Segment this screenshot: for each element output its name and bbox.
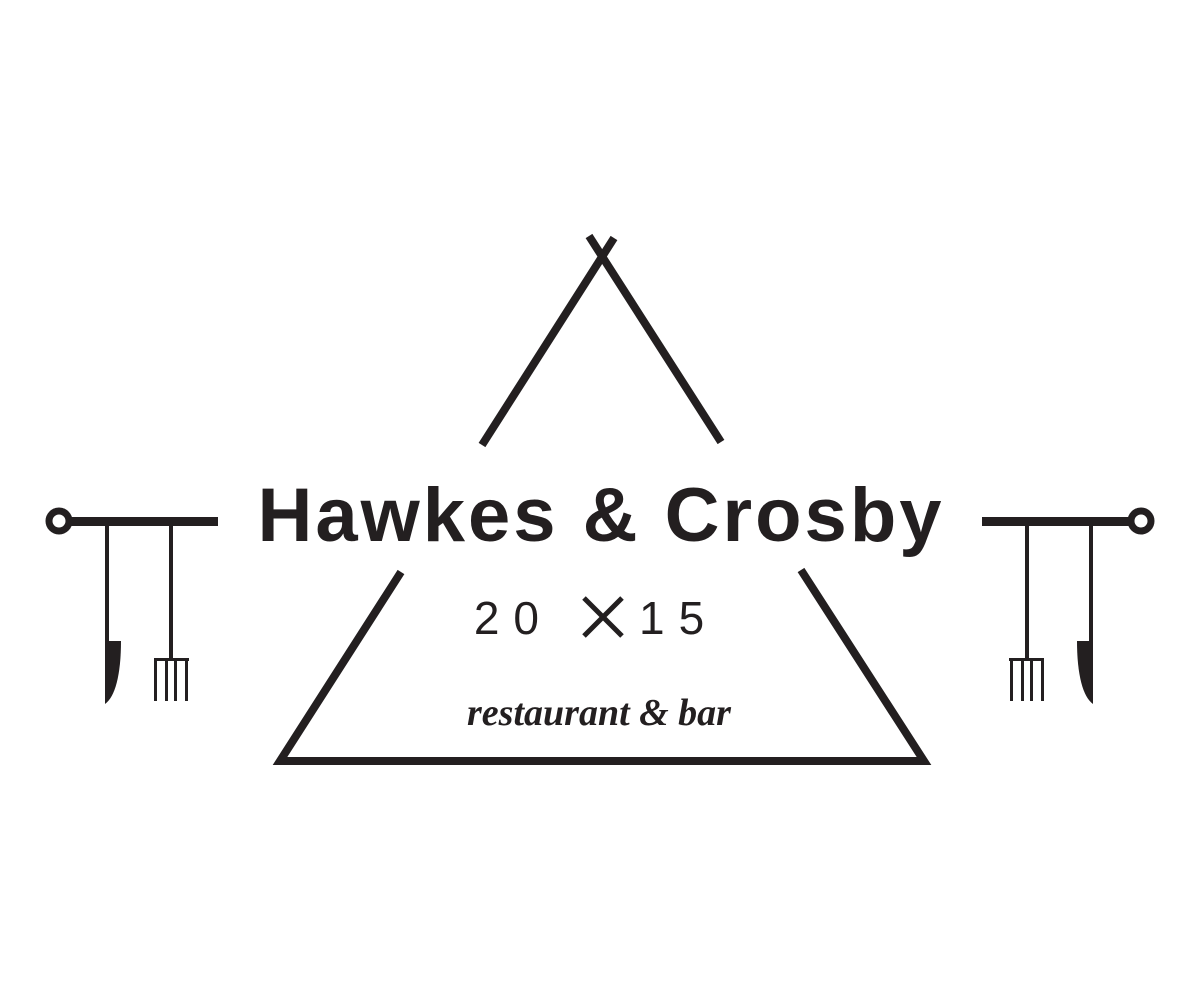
knife-icon <box>105 524 121 704</box>
right-utensil-rack-icon <box>982 507 1155 704</box>
tagline: restaurant & bar <box>467 692 732 734</box>
fork-icon <box>154 524 189 701</box>
year-right: 15 <box>639 592 718 644</box>
knife-icon <box>1077 524 1093 704</box>
year-left: 20 <box>474 592 553 644</box>
restaurant-name: Hawkes & Crosby <box>257 473 944 558</box>
left-utensil-rack-icon <box>45 507 218 704</box>
fork-icon <box>1009 524 1044 701</box>
tent-base-icon <box>272 567 932 765</box>
tent-top-icon <box>478 233 725 448</box>
cross-icon <box>582 596 624 638</box>
